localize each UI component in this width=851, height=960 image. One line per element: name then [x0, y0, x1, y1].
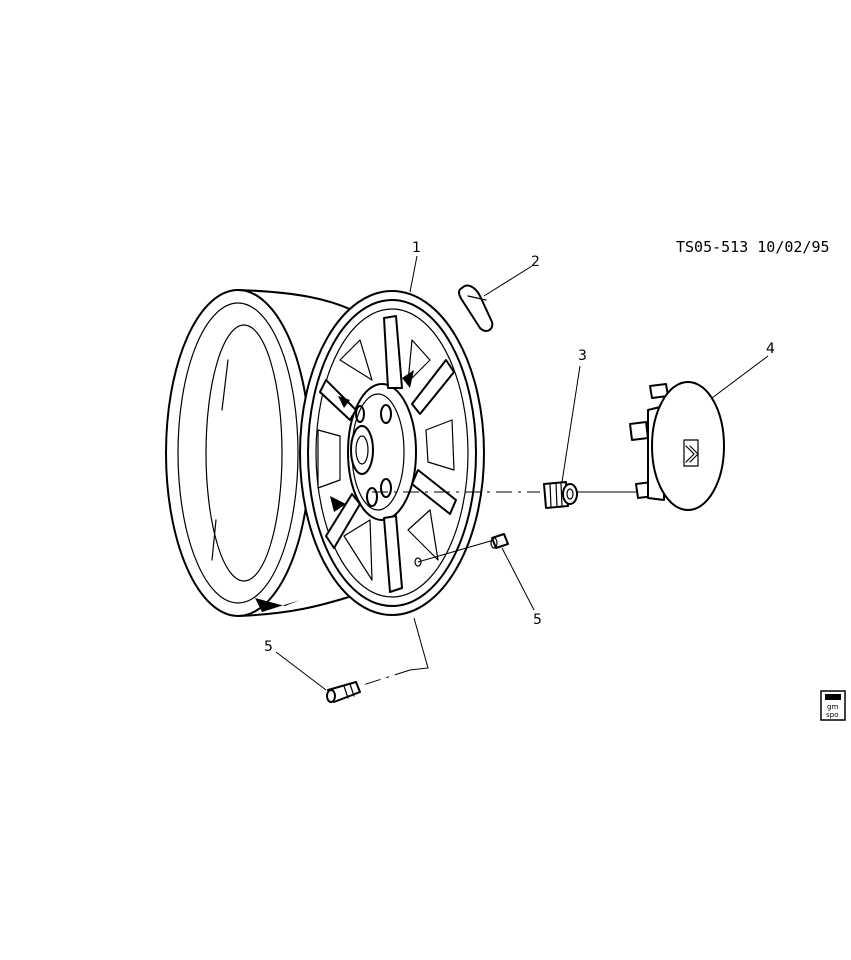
gm-emblem-icon: [683, 439, 699, 467]
drawing-id: TS05-513 10/02/95: [676, 238, 830, 256]
gm-spo-badge: gm spo: [820, 690, 846, 721]
badge-line-1: gm: [827, 703, 838, 711]
wheel-icon: [165, 289, 485, 617]
callout-1: 1: [412, 240, 421, 256]
callout-2: 2: [531, 254, 540, 270]
center-cap-icon: [629, 381, 725, 511]
callout-5-right: 5: [533, 612, 542, 628]
badge-line-2: spo: [826, 711, 838, 719]
callout-3: 3: [578, 348, 587, 364]
valve-stem-icon: [326, 681, 361, 703]
valve-cap-icon: [490, 533, 509, 549]
balance-weight-icon: [458, 284, 494, 332]
callout-5-left: 5: [264, 639, 273, 655]
lug-nut-icon: [543, 481, 578, 509]
callout-4: 4: [766, 341, 775, 357]
